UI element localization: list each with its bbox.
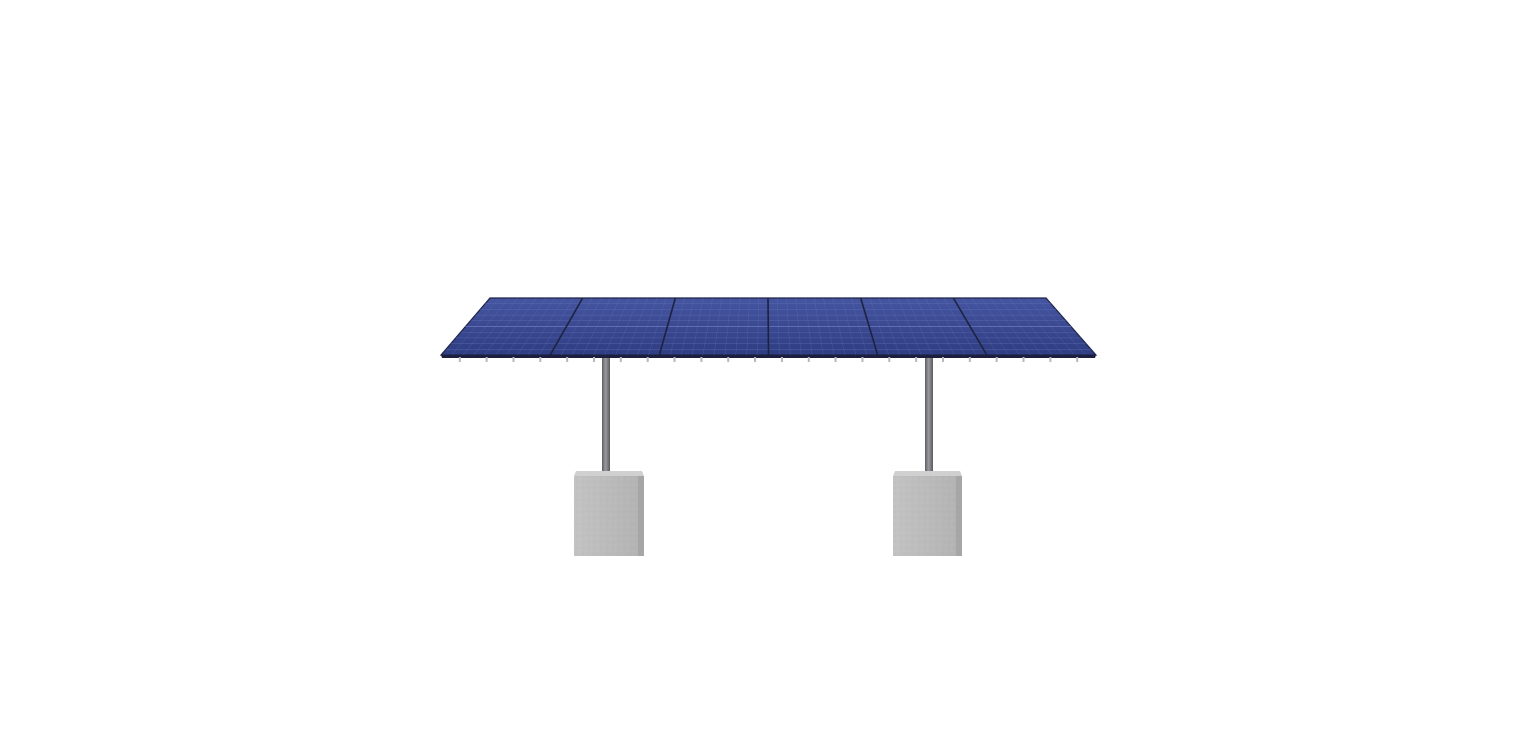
rail-clip (915, 357, 918, 362)
cell-column-line (506, 297, 546, 356)
cell-column-line (786, 297, 791, 356)
cell-column-line (637, 297, 657, 356)
cell-column-line (804, 297, 813, 356)
cell-column-line (571, 297, 602, 356)
panel-front-edge (441, 355, 1096, 358)
rail-clip (807, 357, 810, 362)
cell-column-line (795, 297, 802, 356)
cell-column-line (925, 297, 955, 356)
cell-column-line (814, 297, 824, 356)
cell-column-line (971, 297, 1009, 356)
cell-column-line (841, 297, 857, 356)
cell-column-line (832, 297, 846, 356)
rail-clip (995, 357, 998, 362)
cell-column-line (735, 297, 741, 356)
rail-clip (1022, 357, 1025, 362)
rail-clip (673, 357, 676, 362)
cell-column-line (724, 297, 732, 356)
cell-column-line (757, 297, 759, 356)
panel-divider (549, 297, 584, 356)
cell-column-line (462, 297, 509, 356)
cell-column-line (626, 297, 648, 356)
cell-column-line (777, 297, 780, 356)
rail-clip (1049, 357, 1052, 362)
rail-clip (888, 357, 891, 362)
support-post-left (602, 354, 610, 480)
rail-clip (593, 357, 596, 362)
cell-column-line (451, 297, 500, 356)
cell-column-line (888, 297, 911, 356)
cell-column-line (980, 297, 1020, 356)
rail-clip (700, 357, 703, 362)
cell-column-line (934, 297, 966, 356)
rail-clip (941, 357, 944, 362)
cell-column-line (484, 297, 528, 356)
cell-column-line (1036, 297, 1086, 356)
rail-clips (458, 357, 1079, 362)
cell-column-line (962, 297, 998, 356)
concrete-foundation-left (574, 471, 644, 556)
rail-clip (754, 357, 757, 362)
panel-divider (767, 297, 770, 356)
cell-column-line (604, 297, 630, 356)
cell-column-line (473, 297, 518, 356)
rail-clip (485, 357, 488, 362)
cell-column-line (528, 297, 565, 356)
cell-column-line (990, 297, 1031, 356)
panel-divider (952, 297, 988, 356)
cell-column-line (746, 297, 750, 356)
cell-column-line (869, 297, 889, 356)
rail-clip (968, 357, 971, 362)
panel-dividers (549, 297, 988, 356)
cell-column-line (582, 297, 611, 356)
rail-clip (539, 357, 542, 362)
rail-clip (646, 357, 649, 362)
cell-column-line (1027, 297, 1075, 356)
cell-column-line (495, 297, 537, 356)
cell-column-line (823, 297, 835, 356)
cell-column-line (539, 297, 574, 356)
cell-column-line (916, 297, 944, 356)
cell-column-line (593, 297, 620, 356)
cell-column-line (897, 297, 922, 356)
cell-column-line (680, 297, 695, 356)
concrete-foundation-right (893, 471, 962, 556)
rail-clip (861, 357, 864, 362)
panel-divider (859, 297, 879, 356)
rail-clip (727, 357, 730, 362)
cell-column-line (615, 297, 639, 356)
cell-column-line (906, 297, 933, 356)
rail-clip (566, 357, 569, 362)
cell-column-line (851, 297, 867, 356)
rail-clip (512, 357, 515, 362)
cell-column-line (1018, 297, 1064, 356)
rail-clip (780, 357, 783, 362)
cell-column-line (943, 297, 977, 356)
cell-column-line (999, 297, 1042, 356)
cell-column-line (1008, 297, 1053, 356)
cell-column-line (648, 297, 667, 356)
cell-column-line (670, 297, 685, 356)
cell-column-line (702, 297, 713, 356)
solar-panel-array (439, 297, 1098, 362)
cell-column-line (560, 297, 593, 356)
cell-column-line (879, 297, 900, 356)
panel-divider (658, 297, 677, 356)
support-posts (602, 354, 933, 480)
cell-column-line (691, 297, 704, 356)
cell-column-line (713, 297, 722, 356)
cell-column-line (517, 297, 556, 356)
rail-clip (619, 357, 622, 362)
rail-clip (458, 357, 461, 362)
rail-clip (1076, 357, 1079, 362)
rail-clip (834, 357, 837, 362)
support-post-right (925, 354, 933, 480)
